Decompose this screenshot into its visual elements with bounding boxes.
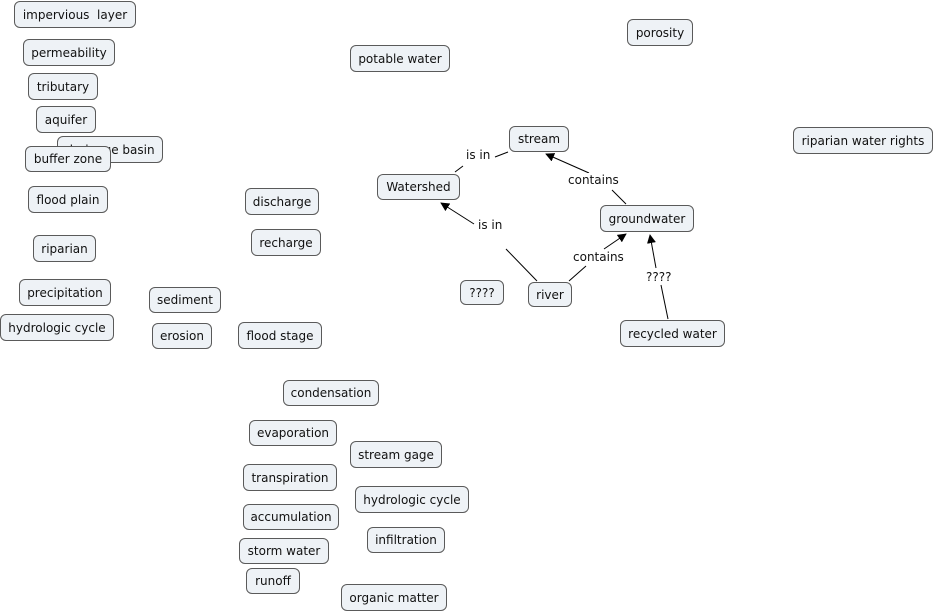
concept-river[interactable]: river bbox=[528, 282, 572, 307]
arrow-label-to-watershed bbox=[440, 202, 475, 225]
concept-riparian[interactable]: riparian bbox=[33, 235, 96, 262]
concept-unknown[interactable]: ???? bbox=[460, 280, 504, 305]
connector-river-to-label bbox=[505, 248, 538, 282]
concept-organic-matter[interactable]: organic matter bbox=[341, 584, 447, 611]
connector-river-to-label2 bbox=[568, 265, 587, 282]
connector-label-to-stream bbox=[494, 151, 509, 158]
concept-flood-stage[interactable]: flood stage bbox=[238, 322, 322, 349]
concept-infiltration[interactable]: infiltration bbox=[367, 527, 445, 553]
concept-stream[interactable]: stream bbox=[509, 126, 569, 152]
concept-recharge[interactable]: recharge bbox=[251, 229, 321, 256]
concept-hydrologic-cycle-left[interactable]: hydrologic cycle bbox=[0, 314, 114, 341]
concept-flood-plain[interactable]: flood plain bbox=[28, 186, 108, 213]
connector-recycled-to-label bbox=[660, 284, 669, 320]
concept-storm-water[interactable]: storm water bbox=[239, 538, 329, 564]
connector-groundwater-to-label bbox=[611, 189, 627, 205]
concept-recycled-water[interactable]: recycled water bbox=[620, 320, 725, 347]
concept-groundwater[interactable]: groundwater bbox=[600, 205, 694, 232]
concept-porosity[interactable]: porosity bbox=[627, 19, 693, 46]
concept-stream-gage[interactable]: stream gage bbox=[350, 441, 442, 468]
arrow-label-to-groundwater bbox=[603, 233, 627, 250]
concept-watershed[interactable]: Watershed bbox=[377, 174, 460, 200]
link-label-recycled-groundwater: ???? bbox=[645, 270, 673, 284]
concept-evaporation[interactable]: evaporation bbox=[249, 420, 337, 446]
concept-sediment[interactable]: sediment bbox=[149, 287, 221, 313]
link-label-groundwater-stream: contains bbox=[567, 173, 620, 187]
concept-permeability[interactable]: permeability bbox=[23, 39, 115, 66]
concept-buffer-zone[interactable]: buffer zone bbox=[25, 146, 111, 172]
concept-transpiration[interactable]: transpiration bbox=[243, 464, 337, 491]
concept-runoff[interactable]: runoff bbox=[246, 568, 300, 594]
concept-potable-water[interactable]: potable water bbox=[350, 45, 450, 72]
connector-watershed-to-label bbox=[454, 165, 464, 173]
link-label-watershed-stream: is in bbox=[465, 148, 492, 162]
concept-impervious-layer[interactable]: impervious layer bbox=[14, 1, 136, 28]
arrow-label-to-groundwater2 bbox=[647, 234, 657, 269]
concept-discharge[interactable]: discharge bbox=[245, 188, 319, 215]
concept-aquifer[interactable]: aquifer bbox=[36, 106, 96, 133]
concept-accumulation[interactable]: accumulation bbox=[243, 504, 339, 530]
link-label-river-watershed: is in bbox=[477, 218, 504, 232]
concept-precipitation[interactable]: precipitation bbox=[19, 279, 111, 306]
concept-condensation[interactable]: condensation bbox=[283, 380, 379, 406]
link-label-river-groundwater: contains bbox=[572, 250, 625, 264]
arrow-label-to-stream bbox=[545, 153, 590, 174]
concept-tributary[interactable]: tributary bbox=[28, 73, 98, 100]
concept-erosion[interactable]: erosion bbox=[152, 323, 212, 349]
concept-riparian-water-rights[interactable]: riparian water rights bbox=[793, 127, 933, 154]
concept-hydrologic-cycle-right[interactable]: hydrologic cycle bbox=[355, 486, 469, 513]
